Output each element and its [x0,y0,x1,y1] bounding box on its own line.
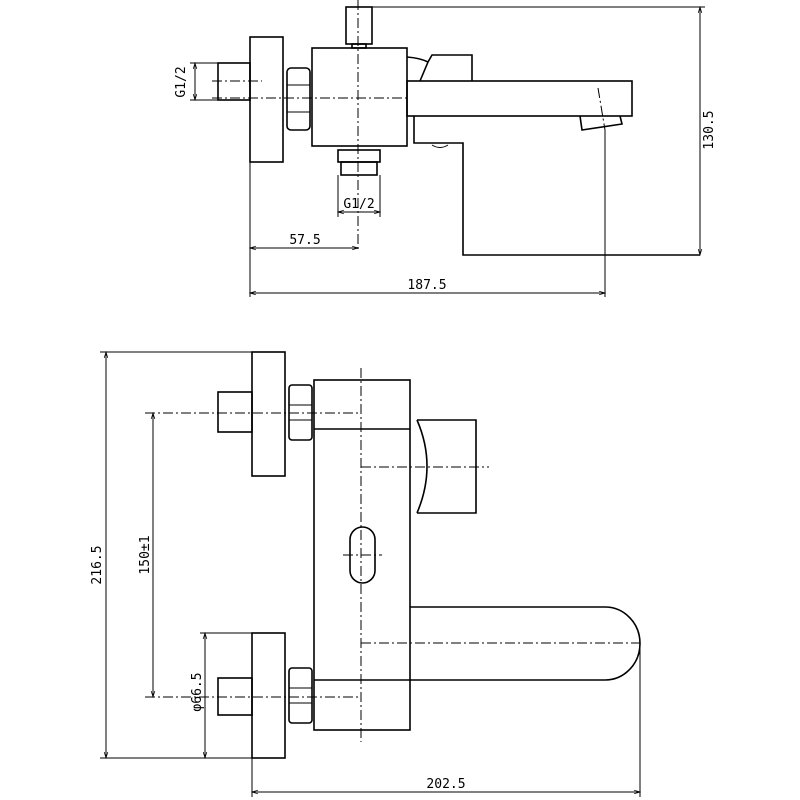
dim-202-5: 202.5 [426,777,465,792]
dim-187-5: 187.5 [407,278,446,293]
wall-bracket [413,116,700,256]
outlet-thread [340,161,378,176]
bottom-nut [288,667,313,724]
aerator [579,115,623,131]
top-wall-plate [251,351,286,477]
dim-150: 150±1 [138,535,153,574]
outlet-nut [337,149,381,163]
bottom-wall-plate [251,632,286,759]
diverter-handle [406,54,473,82]
top-inlet [217,391,253,433]
dim-216-5: 216.5 [90,545,105,584]
top-stem [345,6,373,45]
inlet-thread-label: G1/2 [174,66,189,97]
valve-body [311,47,408,147]
mixer-body [313,379,411,731]
hex-nut [286,67,311,131]
spout [406,80,633,117]
wall-plate [249,36,284,163]
front-view: 216.5 150±1 φ66.5 202.5 [90,352,640,797]
outlet-thread-label: G1/2 [343,197,374,212]
dim-130-5: 130.5 [702,110,717,149]
side-view: G1/2 G1/2 57.5 187.5 130.5 [174,0,717,297]
dim-66-5: φ66.5 [190,672,205,711]
dim-57-5: 57.5 [289,233,320,248]
